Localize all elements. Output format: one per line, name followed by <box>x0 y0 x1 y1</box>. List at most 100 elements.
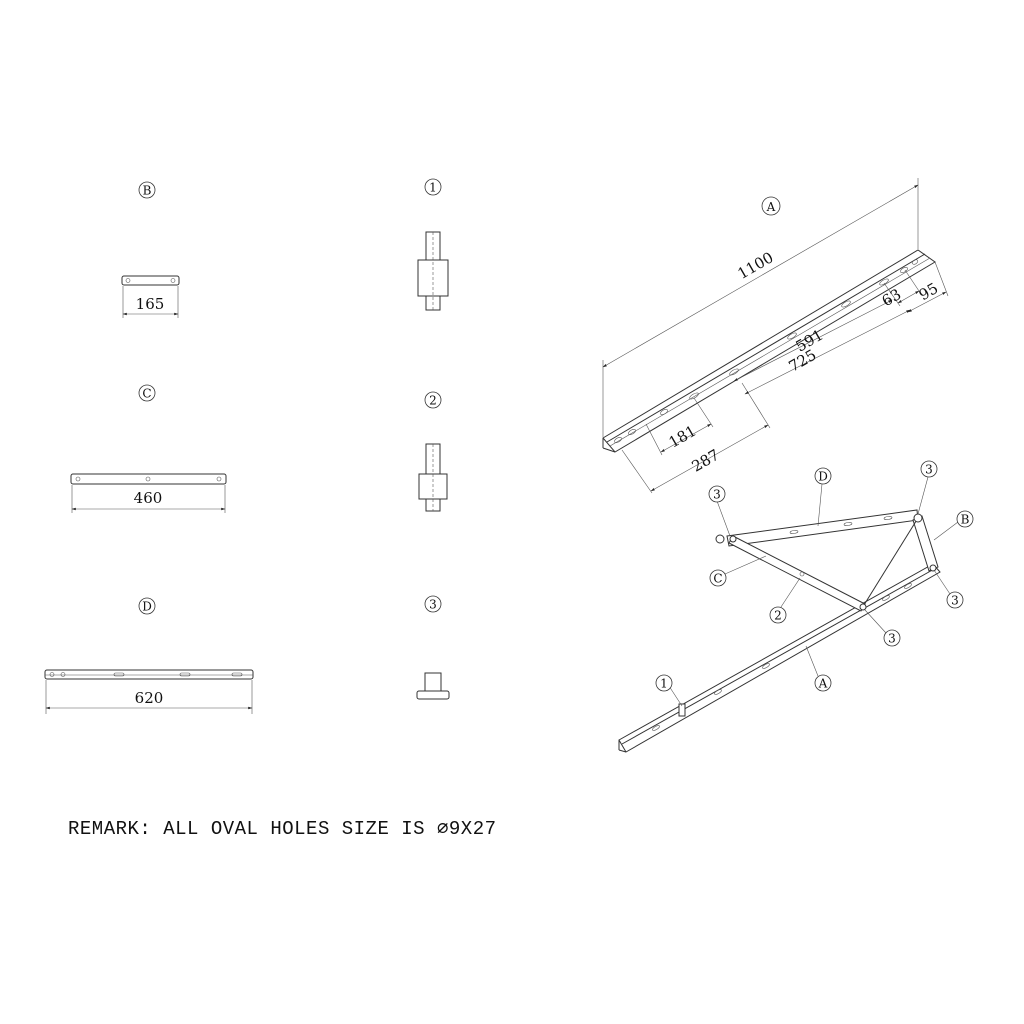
part-c-hole <box>75 476 81 482</box>
assembly-bolt-2 <box>799 571 805 577</box>
part-c: C 460 <box>70 384 227 513</box>
part-1-label-circle <box>424 178 442 196</box>
part-a-dimension-line-591 <box>733 299 893 382</box>
assembly-callout-circle <box>920 460 938 478</box>
part-a-label: A <box>766 200 776 214</box>
part-a-dimension-line-287 <box>650 424 769 492</box>
remark-note: REMARK: ALL OVAL HOLES SIZE IS ∅9X27 <box>68 818 497 840</box>
part-b-label: B <box>143 184 152 198</box>
assembly-leader <box>716 500 731 537</box>
assembly-leader <box>724 555 767 575</box>
assembly-callout-circle <box>708 485 726 503</box>
part-3-label-circle <box>424 595 442 613</box>
assembly-callout-circle <box>883 629 901 647</box>
assembly-callout: 3 <box>951 594 959 608</box>
part-1-shaft <box>425 231 441 261</box>
assembly-callout-circle <box>769 606 787 624</box>
assembly-callout: A <box>818 677 828 691</box>
assembly-bar-d-brace <box>863 517 919 606</box>
part-a-angle-bar <box>602 249 936 453</box>
assembly-bar-d-end <box>715 534 725 544</box>
assembly-angle-a-edge <box>621 567 937 745</box>
assembly-leader <box>805 645 819 677</box>
assembly-leader <box>864 609 887 634</box>
part-c-bar <box>70 473 227 485</box>
part-d-label: D <box>142 600 152 614</box>
part-d-oval-hole <box>231 672 243 677</box>
part-b-label-circle <box>138 181 156 199</box>
assembly-rivet <box>913 513 923 523</box>
part-b-dimension: 165 <box>136 295 165 313</box>
part-a-extension-line <box>883 282 901 307</box>
assembly-callout-circle <box>709 569 727 587</box>
assembly-leader <box>917 476 929 515</box>
assembly-bolt-1 <box>678 703 686 717</box>
part-a-end <box>602 447 616 453</box>
assembly-callout: 3 <box>888 632 896 646</box>
part-a-dimension-1100: 1100 <box>734 248 776 283</box>
part-d-oval-hole <box>179 672 191 677</box>
part-a-dimension-line-95 <box>907 291 947 313</box>
part-1-label: 1 <box>429 181 437 195</box>
part-3-shank <box>424 672 442 692</box>
part-a: A 1100 287 <box>602 178 949 494</box>
assembly-leader <box>933 521 959 541</box>
assembly-angle-a-end <box>618 749 627 753</box>
part-a-extension-line <box>741 382 771 429</box>
assembly-leader <box>668 685 683 707</box>
part-c-hole <box>216 476 222 482</box>
part-2-label: 2 <box>429 394 437 408</box>
part-c-dimension: 460 <box>134 489 163 507</box>
part-1: 1 <box>417 178 449 311</box>
part-c-hole <box>145 476 151 482</box>
part-a-flange-edge <box>606 253 926 443</box>
part-2: 2 <box>418 391 448 512</box>
assembly-leader <box>933 569 951 595</box>
part-d-dimension: 620 <box>135 689 164 707</box>
assembly-callout-circle <box>946 591 964 609</box>
assembly-leader <box>817 483 823 527</box>
assembly-callout: C <box>713 572 722 586</box>
part-a-dimension-95: 95 <box>916 279 942 304</box>
assembly-callout: 1 <box>660 677 668 691</box>
assembly-callout-circle <box>814 674 832 692</box>
assembly-view: 3 D 3 B C 3 2 3 1 A <box>618 460 974 753</box>
part-a-dimension-287: 287 <box>689 446 723 476</box>
part-a-extension-line <box>645 423 663 456</box>
part-a-dimension-181: 181 <box>666 422 700 452</box>
assembly-bar-d <box>726 509 919 547</box>
part-b-hole <box>125 278 131 283</box>
assembly-bar-b <box>912 515 939 572</box>
assembly-angle-a-holes <box>652 583 912 731</box>
part-3: 3 <box>416 595 450 700</box>
part-a-dimension-line-181 <box>660 423 712 453</box>
assembly-callout-circle <box>814 467 832 485</box>
assembly-rivet <box>929 564 937 572</box>
part-a-extension-line <box>621 449 653 494</box>
assembly-callout: B <box>961 513 970 527</box>
part-d-label-circle <box>138 597 156 615</box>
part-c-label-circle <box>138 384 156 402</box>
part-a-extension-line <box>693 397 714 428</box>
part-a-extension-line <box>934 261 949 297</box>
part-d-oval-hole <box>113 672 125 677</box>
assembly-callout: 2 <box>774 609 782 623</box>
part-3-label: 3 <box>429 598 437 612</box>
part-d-hole <box>60 672 66 677</box>
assembly-callout-circle <box>956 510 974 528</box>
assembly-callout-circle <box>655 674 673 692</box>
assembly-rivet <box>729 535 737 543</box>
part-a-extension-line <box>904 269 922 295</box>
assembly-callout: 3 <box>713 488 721 502</box>
assembly-callout: D <box>818 470 828 484</box>
part-3-head <box>416 690 450 700</box>
part-2-label-circle <box>424 391 442 409</box>
part-b-hole <box>170 278 176 283</box>
assembly-bar-c <box>728 535 866 612</box>
part-a-dimension-line-1100 <box>602 184 919 368</box>
part-d: D 620 <box>44 597 254 714</box>
part-d-bar <box>44 669 254 680</box>
part-c-label: C <box>142 387 151 401</box>
part-b-bar <box>121 275 180 286</box>
